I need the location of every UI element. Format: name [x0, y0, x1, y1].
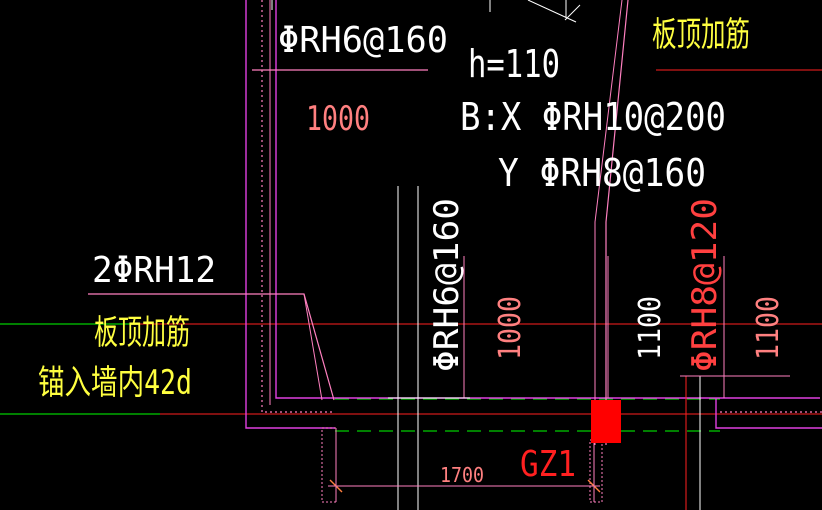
bent-rebar-left-outer: [303, 293, 323, 401]
pocket-right-dotted: [589, 439, 603, 503]
leader-top-tick: [564, 4, 581, 21]
leader-top-diagonal: [527, 0, 577, 23]
left-rebar-label: 2ΦRH12: [92, 250, 216, 291]
pocket-left-dotted: [321, 427, 337, 503]
wall-outline-magenta-right: [715, 398, 822, 429]
left-anchorage-label: 锚入墙内42d: [38, 363, 192, 403]
wall-outline-magenta: [245, 0, 820, 429]
annotations: ΦRH6@160 h=110 B:X ΦRH10@200 Y ΦRH8@160 …: [38, 15, 786, 487]
slab-edge-sloped-inner: [594, 0, 623, 445]
bottom-rebar-x-label: B:X ΦRH10@200: [460, 95, 726, 139]
vertical-dimension-1100-b: 1100: [751, 296, 786, 360]
column-gz1-block: [591, 400, 621, 443]
vertical-rebar-label-1: ΦRH6@160: [427, 198, 467, 372]
left-reinforcement-label: 板顶加筋: [94, 313, 190, 353]
bottom-rebar-y-label: Y ΦRH8@160: [498, 151, 706, 195]
left-dimension-1000: 1000: [306, 99, 370, 139]
column-gz1-label: GZ1: [520, 444, 576, 485]
wall-rebar-dotted: [261, 0, 335, 413]
vertical-dimension-1100-a: 1100: [633, 296, 668, 360]
vertical-rebar-label-2: ΦRH8@120: [685, 198, 725, 372]
vertical-dimension-1000: 1000: [493, 296, 528, 360]
top-right-reinforcement-label: 板顶加筋: [652, 15, 750, 55]
slab-edge-sloped: [605, 0, 629, 445]
span-dimension-1700: 1700: [440, 463, 484, 487]
top-rebar-label: ΦRH6@160: [278, 20, 448, 61]
slab-thickness-label: h=110: [468, 42, 560, 86]
